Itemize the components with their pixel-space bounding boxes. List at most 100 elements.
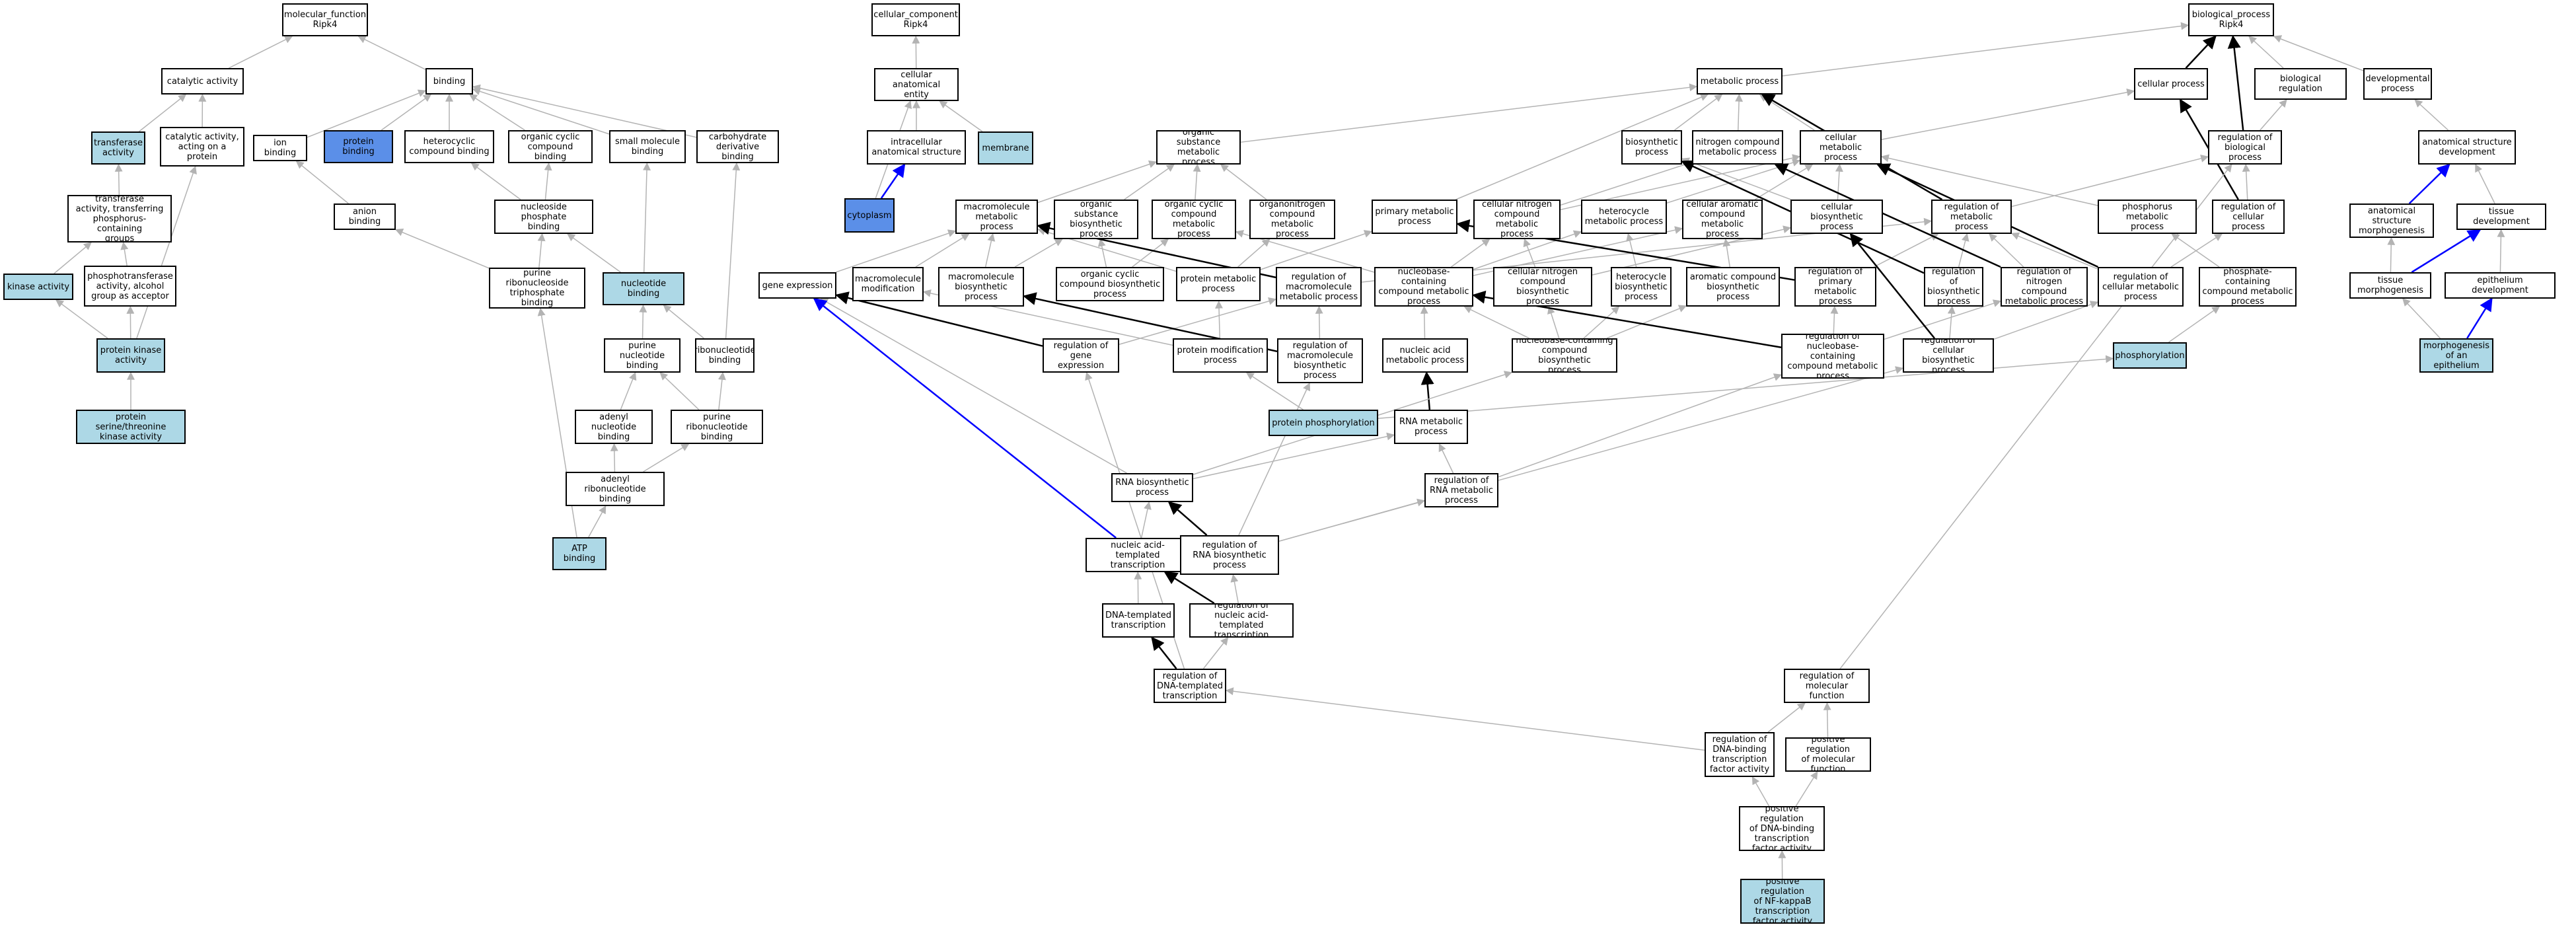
go-term-label: membrane	[982, 143, 1029, 153]
edge-reg-cell-mp-to-reg-mp	[2010, 232, 2098, 270]
go-term-transferase: transferase activity	[91, 131, 145, 165]
go-term-membrane: membrane	[978, 131, 1033, 165]
go-term-label: cellular_component Ripk4	[873, 10, 958, 30]
go-term-label: adenyl ribonucleotide binding	[584, 474, 646, 504]
edge-reg-rna-bp-to-rna-bp	[1167, 501, 1208, 536]
go-term-label: regulation of DNA-templated transcriptio…	[1157, 671, 1223, 701]
go-term-label: cellular nitrogen compound biosynthetic …	[1507, 267, 1578, 307]
edge-protein-binding-to-binding	[381, 94, 432, 131]
go-term-protein-mp: protein metabolic process	[1176, 267, 1261, 301]
edge-gene-expr-to-macromol-mp	[835, 229, 957, 273]
go-term-heterocycle-mp: heterocycle metabolic process	[1581, 200, 1667, 234]
go-term-label: cellular biosynthetic process	[1810, 202, 1863, 232]
go-term-cell-metabolic: cellular metabolic process	[1800, 130, 1882, 165]
go-term-label: aromatic compound biosynthetic process	[1689, 272, 1777, 302]
edge-reg-cell-bp-to-reg-bp	[1947, 305, 1956, 339]
edge-reg-bio-to-bp-root	[2227, 35, 2244, 131]
go-term-reg-macromol-bp: regulation of macromolecule biosynthetic…	[1277, 338, 1363, 383]
go-term-adenyl-ribont: adenyl ribonucleotide binding	[566, 472, 665, 506]
edge-morph-epith-to-tissue-morph	[2402, 298, 2441, 339]
go-term-label: positive regulation of DNA-binding trans…	[1749, 806, 1815, 851]
edge-tissue-morph-to-tissue-dev	[2411, 229, 2482, 274]
go-term-pos-reg-nfkb: positive regulation of NF-kappaB transcr…	[1740, 879, 1825, 924]
go-term-label: nucleobase-containing compound biosynthe…	[1516, 338, 1613, 373]
go-term-heterocycle-bp: heterocycle biosynthetic process	[1611, 267, 1672, 307]
go-term-label: phosphate-containing compound metabolic …	[2202, 267, 2293, 307]
go-term-label: DNA-templated transcription	[1105, 611, 1171, 630]
go-term-aromatic-bp: aromatic compound biosynthetic process	[1686, 267, 1780, 307]
go-term-label: nucleic acid metabolic process	[1385, 346, 1465, 365]
edge-reg-dna-transcription-to-reg-na-transcription	[1202, 637, 1229, 669]
go-term-rna-bp: RNA biosynthetic process	[1111, 473, 1193, 502]
edge-cell-metabolic-to-metabolic	[1759, 94, 1815, 131]
go-term-purine-ribont: purine ribonucleotide binding	[671, 410, 763, 444]
go-term-primary-mp: primary metabolic process	[1372, 200, 1457, 234]
go-term-label: epithelium development	[2472, 276, 2528, 295]
edge-reg-rna-bp-to-reg-macromol-bp	[1238, 382, 1311, 536]
edge-reg-nitrogen-mp-to-nitrogen-cmp	[1774, 163, 2001, 268]
edge-purine-ribont-to-purine-nt	[659, 372, 700, 410]
edge-na-transcription-to-gene-expr	[813, 297, 1117, 538]
edge-cytoplasm-to-intracellular	[880, 163, 906, 199]
go-term-label: regulation of RNA biosynthetic process	[1193, 540, 1267, 570]
go-term-label: regulation of biosynthetic process	[1927, 267, 1980, 307]
go-term-label: protein kinase activity	[100, 346, 162, 365]
edge-tissue-dev-to-ana-dev	[2475, 163, 2495, 204]
go-term-mf-root: molecular_function Ripk4	[282, 3, 368, 36]
edge-atp-to-adenyl-ribont	[588, 505, 607, 538]
edge-adenyl-nt-to-purine-nt	[620, 371, 637, 410]
edge-phosphorylation-to-phosphate-mp	[2168, 306, 2221, 343]
go-term-label: adenyl nucleotide binding	[591, 412, 637, 442]
go-term-cell-nitrogen-mp: cellular nitrogen compound metabolic pro…	[1473, 200, 1561, 239]
go-term-organonitrogen: organonitrogen compound metabolic proces…	[1249, 200, 1335, 239]
go-term-adenyl-nt: adenyl nucleotide binding	[575, 410, 653, 444]
edge-reg-gene-expr-to-reg-macromol-mp	[1119, 297, 1277, 345]
edge-nucleotide-b-to-small-mol	[643, 162, 651, 273]
edge-protein-phos-to-protein-mod	[1245, 372, 1304, 410]
edge-ribont-to-carb-deriv	[725, 162, 741, 339]
go-term-protein-mod: protein modification process	[1173, 338, 1268, 373]
go-term-organic-cyc-mp: organic cyclic compound metabolic proces…	[1152, 200, 1236, 239]
go-term-label: anatomical structure morphogenesis	[2358, 205, 2425, 236]
go-term-macromol-bp: macromolecule biosynthetic process	[938, 267, 1024, 307]
edge-small-mol-to-binding	[472, 87, 610, 135]
edge-cell-aromatic-mp-to-cell-metabolic	[1754, 164, 1814, 200]
edge-nitrogen-cmp-to-metabolic	[1735, 93, 1744, 131]
edge-primary-mp-to-metabolic	[1455, 93, 1709, 200]
edge-macromol-mp-to-organic-sub-mp	[1037, 160, 1158, 204]
go-term-transf-p: transferase activity, transferring phosp…	[67, 195, 172, 242]
edge-reg-cell-bp-to-cell-bp	[1849, 233, 1936, 339]
edge-cellular-proc-to-bp-root	[2185, 35, 2217, 69]
go-term-label: phosphorylation	[2115, 350, 2185, 361]
go-term-label: regulation of nucleobase-containing comp…	[1787, 334, 1878, 379]
edge-reg-nucleobase-mp-to-reg-primary-mp	[1830, 305, 1839, 334]
edge-nucleobase-bp-to-aromatic-bp	[1606, 305, 1687, 339]
go-term-nucleic-acid-mp: nucleic acid metabolic process	[1382, 338, 1468, 373]
edge-kinase-to-transf-p	[54, 242, 92, 274]
edge-organonitrogen-to-organic-sub-mp	[1220, 164, 1267, 200]
go-term-organic-cyc-bp: organic cyclic compound biosynthetic pro…	[1056, 267, 1164, 301]
edge-catalytic-to-mf-root	[229, 36, 293, 69]
edge-tissue-morph-to-ana-morph	[2387, 237, 2396, 273]
go-term-label: regulation of nitrogen compound metaboli…	[2005, 267, 2084, 307]
go-term-label: RNA metabolic process	[1399, 417, 1463, 437]
edge-binding-to-mf-root	[357, 36, 426, 70]
go-term-gene-expr: gene expression	[758, 272, 836, 299]
go-term-heterocyclic-cb: heterocyclic compound binding	[404, 130, 494, 163]
go-term-ana-morph: anatomical structure morphogenesis	[2349, 204, 2434, 238]
go-term-label: positive regulation of NF-kappaB transcr…	[1752, 879, 1813, 924]
edge-ana-morph-to-ana-dev	[2408, 163, 2450, 204]
go-term-reg-mp: regulation of metabolic process	[1931, 200, 2012, 234]
go-term-rna-mp: RNA metabolic process	[1394, 410, 1468, 444]
edge-cell-nitrogen-bp-to-cell-nitrogen-mp	[1523, 238, 1536, 268]
edge-transf-p-to-transferase	[114, 163, 123, 196]
go-term-label: cytoplasm	[847, 210, 892, 221]
go-term-intracellular: intracellular anatomical structure	[867, 130, 966, 165]
go-term-label: purine ribonucleoside triphosphate bindi…	[505, 268, 569, 308]
go-term-label: purine nucleotide binding	[619, 340, 665, 371]
go-term-label: organic cyclic compound biosynthetic pro…	[1059, 269, 1161, 299]
go-term-reg-nitrogen-mp: regulation of nitrogen compound metaboli…	[2001, 267, 2088, 307]
go-term-cell-nitrogen-bp: cellular nitrogen compound biosynthetic …	[1493, 267, 1592, 307]
go-term-label: protein modification process	[1177, 346, 1264, 365]
edge-reg-gene-expr-to-gene-expr	[835, 291, 1043, 347]
